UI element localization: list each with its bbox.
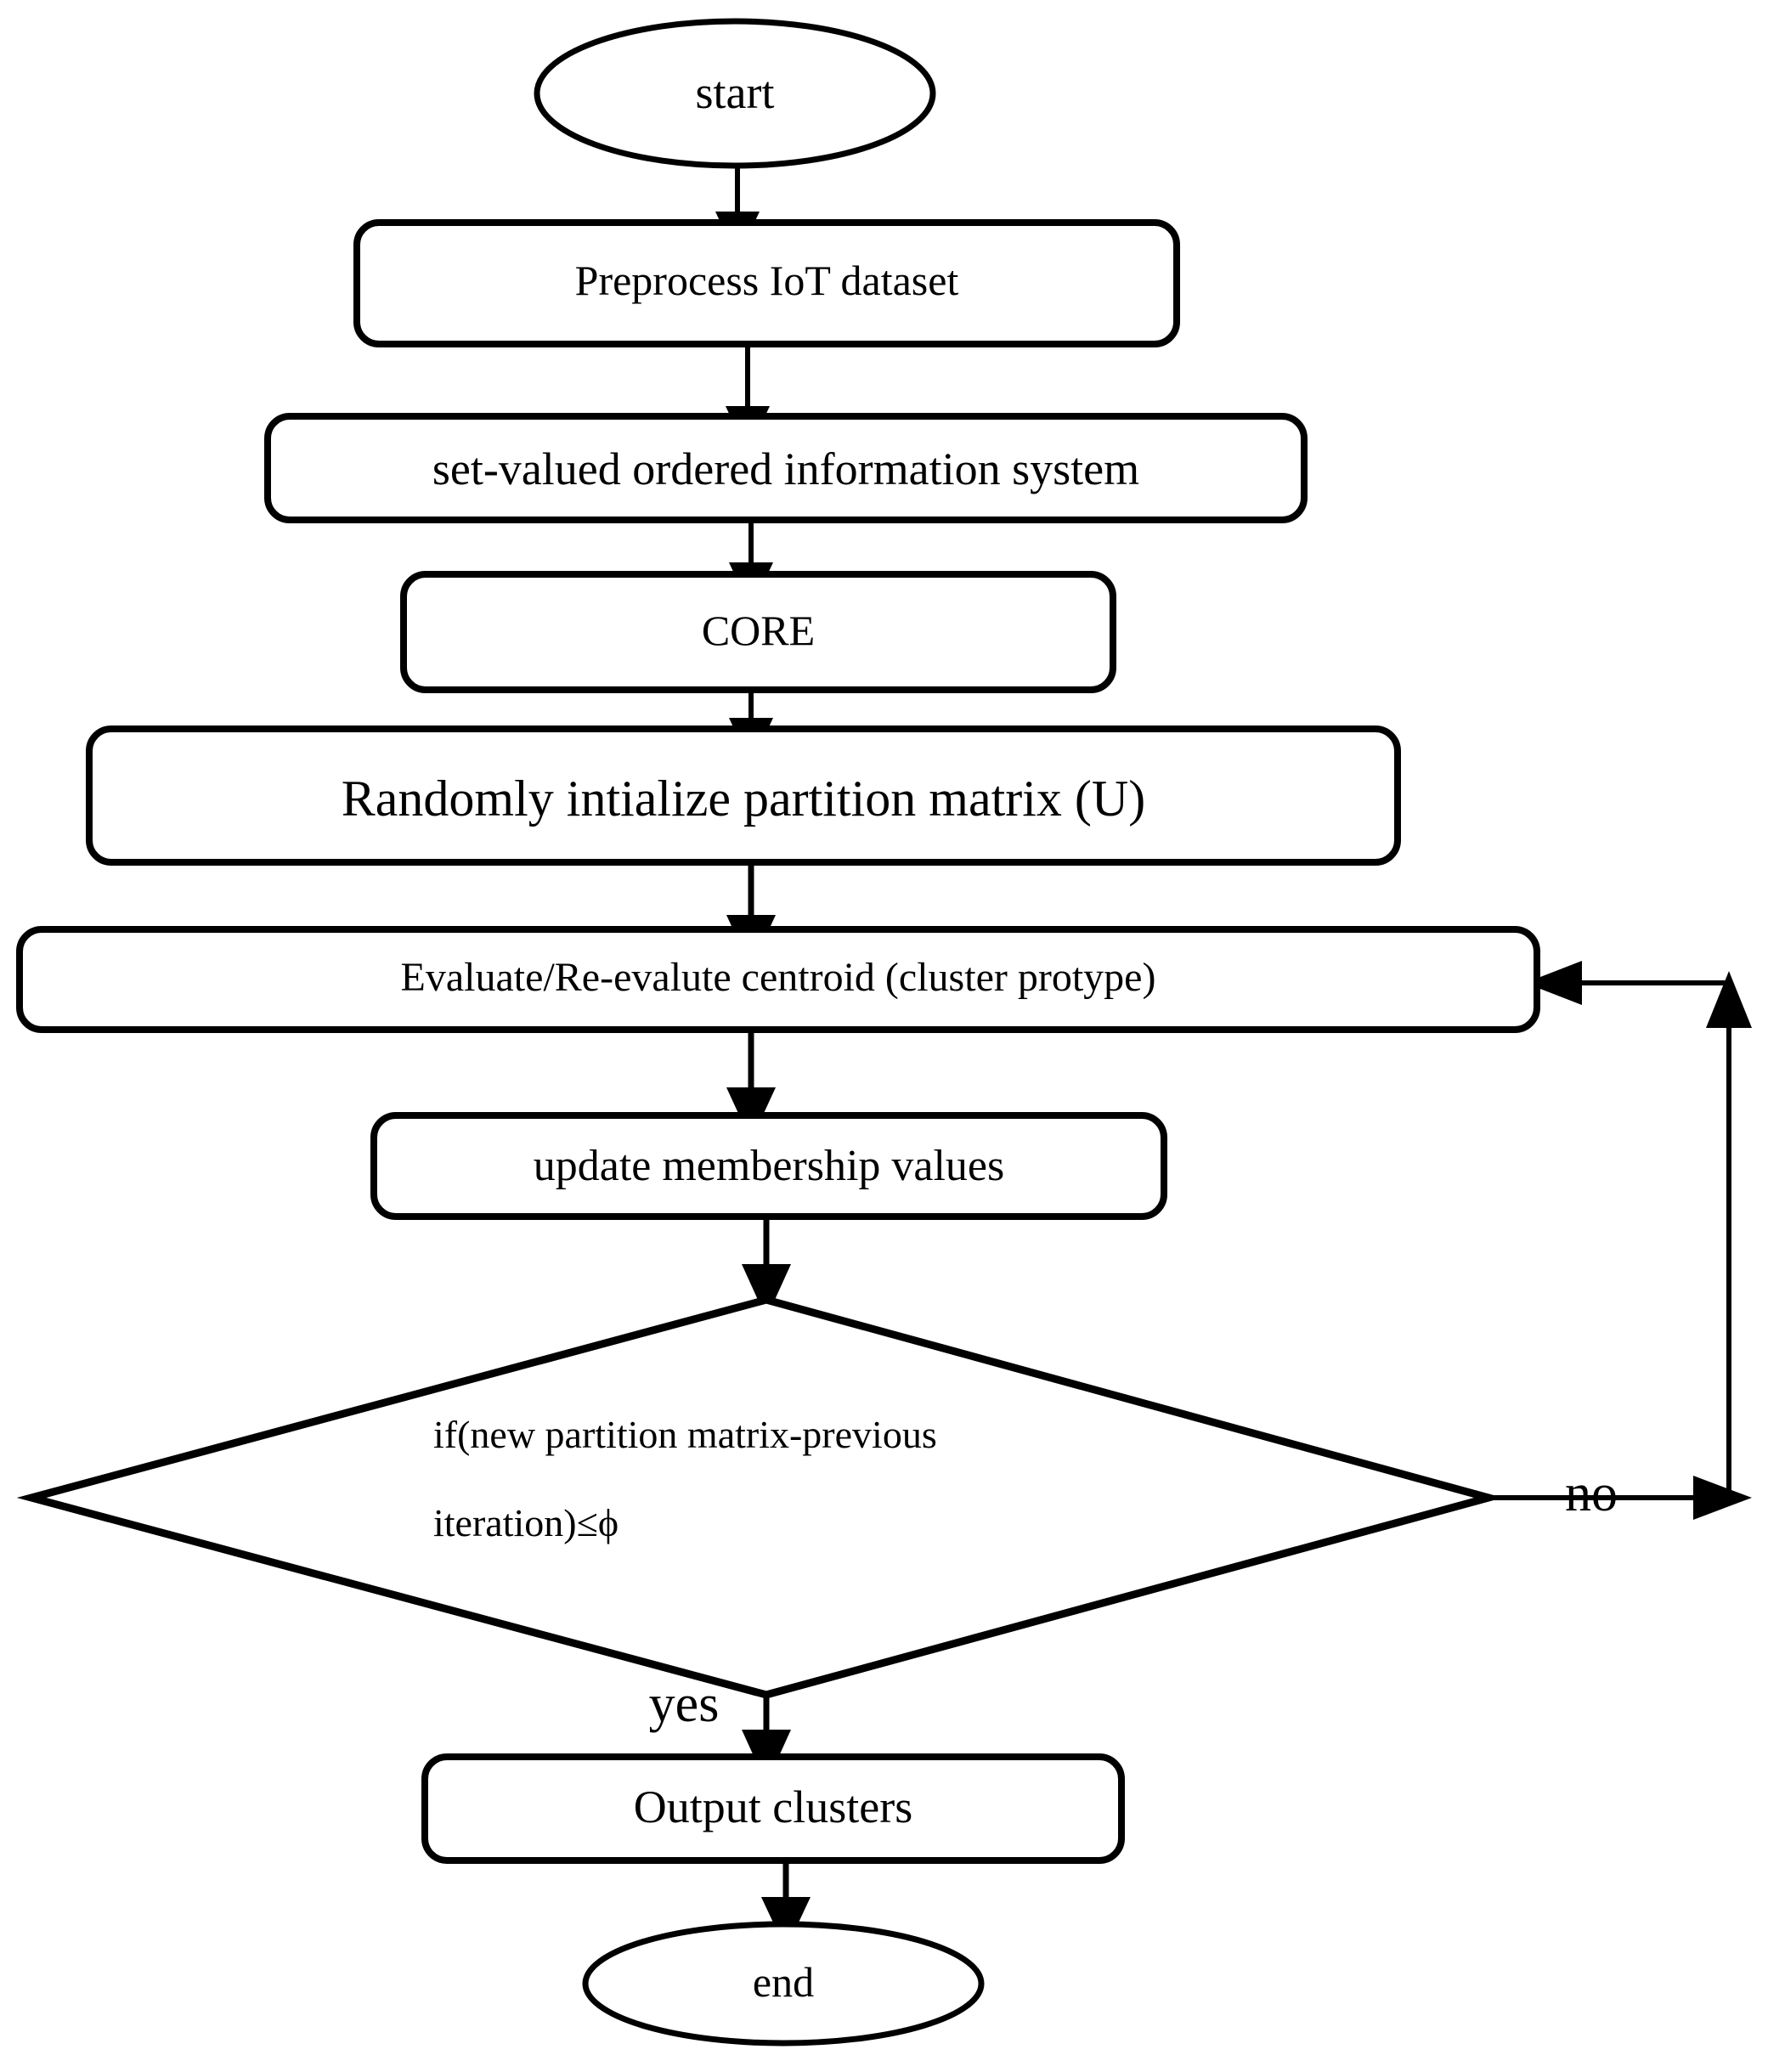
node-start[interactable] <box>534 18 936 169</box>
node-svois[interactable] <box>264 413 1308 523</box>
edge-label-yes: yes <box>648 1675 720 1733</box>
node-decision[interactable] <box>16 1296 1504 1699</box>
node-membership[interactable] <box>370 1112 1167 1220</box>
node-preprocess[interactable] <box>353 219 1180 347</box>
node-centroid[interactable] <box>16 926 1540 1033</box>
node-decision-label-line2: iteration)≤ϕ <box>433 1501 619 1544</box>
node-decision-label: if(new partition matrix-previous iterati… <box>433 1415 937 1543</box>
node-end[interactable] <box>582 1921 985 2047</box>
edge-label-no: no <box>1565 1465 1618 1522</box>
connector-membership-to-decision <box>742 1217 791 1318</box>
node-core[interactable] <box>400 571 1116 693</box>
node-decision-label-line1: if(new partition matrix-previous <box>433 1413 937 1456</box>
node-init[interactable] <box>86 725 1401 866</box>
connector-decision-no-feedback-loop <box>1488 961 1752 1520</box>
node-output[interactable] <box>421 1753 1125 1864</box>
